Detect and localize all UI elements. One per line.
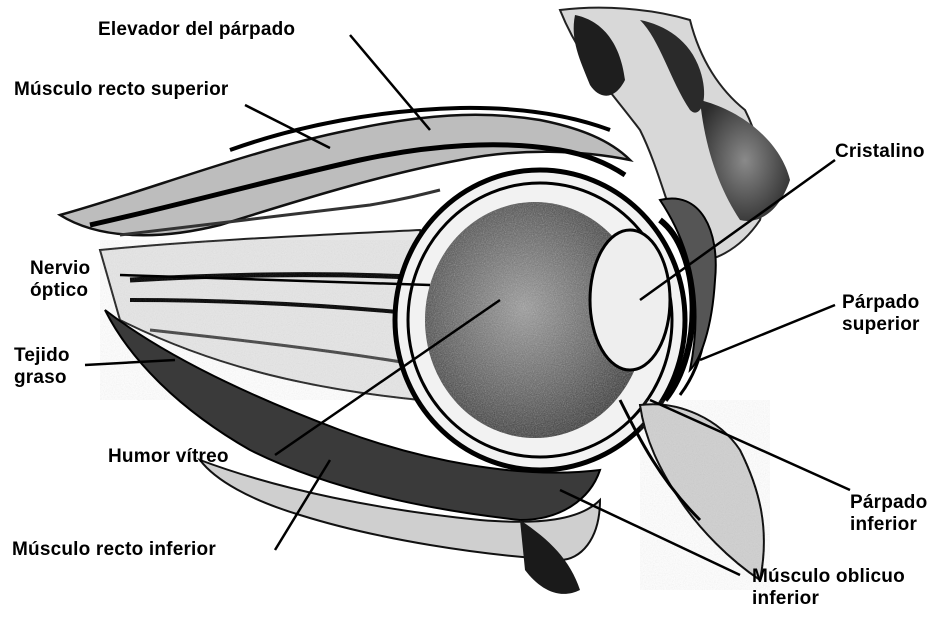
label-parpado-sup-line1: Párpado <box>842 292 920 314</box>
label-nervio-line1: Nervio <box>30 258 90 280</box>
label-humor-vitreo: Humor vítreo <box>108 447 229 467</box>
label-oblicuo-line1: Músculo oblicuo <box>752 566 905 588</box>
label-tejido-line2: graso <box>14 367 70 389</box>
label-parpado-sup-line2: superior <box>842 314 920 336</box>
label-musculo-recto-inferior: Músculo recto inferior <box>12 540 216 560</box>
label-parpado-inf-line1: Párpado <box>850 492 927 514</box>
label-parpado-superior: Párpado superior <box>842 292 920 336</box>
label-tejido-graso: Tejido graso <box>14 345 70 389</box>
label-nervio-line2: óptico <box>30 280 90 302</box>
label-cristalino: Cristalino <box>835 142 925 162</box>
label-parpado-inf-line2: inferior <box>850 514 927 536</box>
label-musculo-oblicuo-inferior: Músculo oblicuo inferior <box>752 566 905 610</box>
label-oblicuo-line2: inferior <box>752 588 905 610</box>
label-tejido-line1: Tejido <box>14 345 70 367</box>
leader-parpado-superior <box>700 305 835 360</box>
orbital-fat <box>100 230 430 400</box>
label-parpado-inferior: Párpado inferior <box>850 492 927 536</box>
label-nervio-optico: Nervio óptico <box>30 258 90 302</box>
label-musculo-recto-superior: Músculo recto superior <box>14 80 229 100</box>
label-elevador-del-parpado: Elevador del párpado <box>98 20 295 40</box>
